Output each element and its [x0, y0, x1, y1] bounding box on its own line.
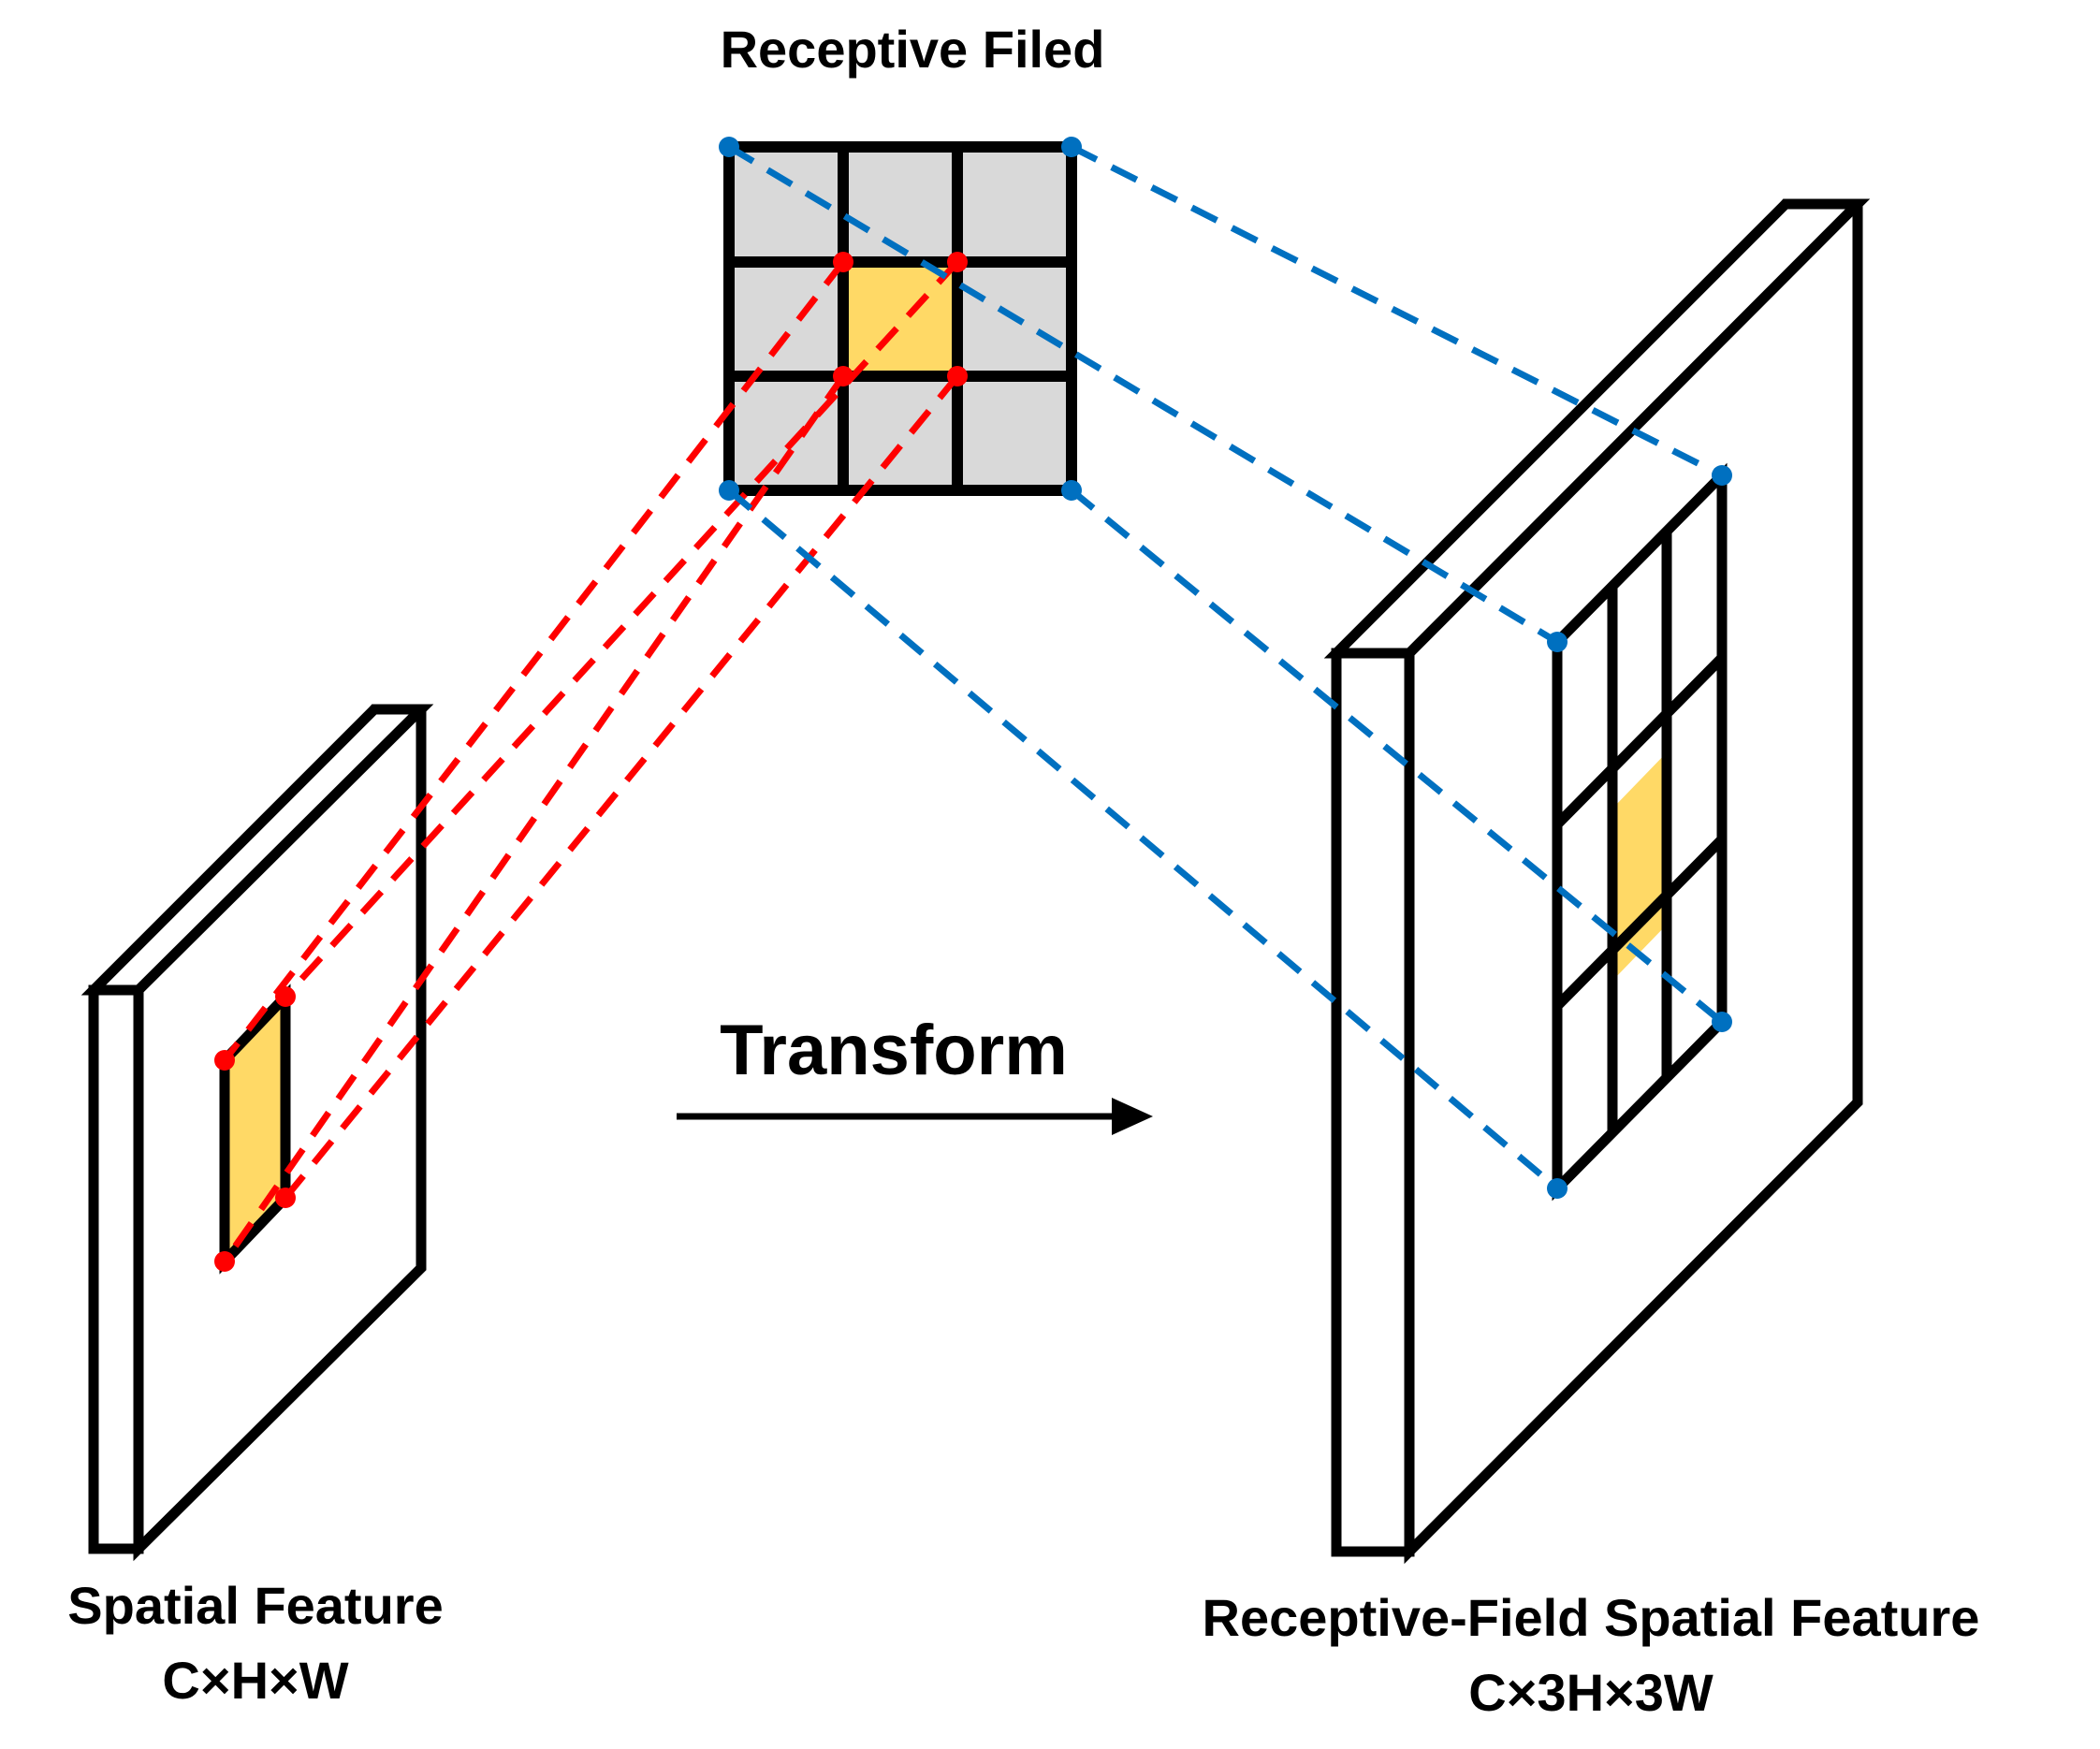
receptive-field-title: Receptive Filed [721, 20, 1105, 79]
blue-link-bottom-left [726, 488, 1560, 1191]
blue-link-top-right [1070, 143, 1724, 479]
blue-dot [1547, 632, 1568, 652]
blue-dashed-links [726, 143, 1725, 1191]
transform-label: Transform [720, 1011, 1068, 1090]
red-link-bottom-left [222, 373, 846, 1264]
red-dashed-links [222, 259, 960, 1264]
blue-dot [719, 480, 739, 501]
blue-dot [1061, 480, 1082, 501]
blue-dot [1712, 1012, 1732, 1032]
red-link-dots [214, 252, 968, 1272]
spatial-feature-dims: C×H×W [162, 1651, 348, 1710]
rf-grid-line-h2 [1553, 836, 1726, 1010]
grid-border [723, 141, 1077, 496]
rf-spatial-feature-dims: C×3H×3W [1468, 1663, 1714, 1722]
blue-dot [1547, 1178, 1568, 1199]
blue-dot [1061, 137, 1082, 157]
rf-slab-side-face [1331, 648, 1415, 1557]
red-dot [947, 252, 968, 272]
blue-link-top-left [727, 143, 1559, 646]
rf-grid-line-h1 [1553, 654, 1726, 828]
blue-link-bottom-right [1069, 488, 1725, 1025]
red-dot [947, 366, 968, 386]
spatial-feature-slab [80, 704, 434, 1562]
rf-center-cell-highlight [1612, 752, 1667, 981]
rf-spatial-feature-title: Receptive-Field Spatial Feature [1203, 1588, 1980, 1647]
red-dot [214, 1251, 235, 1272]
blue-link-dots [719, 137, 1732, 1199]
red-link-top-right [283, 259, 960, 999]
red-link-top-left [222, 259, 846, 1063]
blue-dot [1712, 465, 1732, 486]
red-dot [833, 366, 853, 386]
red-dot [833, 252, 853, 272]
red-dot [275, 986, 296, 1007]
slab-side-face [88, 984, 144, 1554]
arrow-head [1112, 1098, 1153, 1135]
spatial-feature-title: Spatial Feature [67, 1576, 443, 1635]
red-dot [214, 1050, 235, 1071]
transform-arrow [677, 1098, 1153, 1135]
blue-dot [719, 137, 739, 157]
red-dot [275, 1188, 296, 1208]
rf-spatial-feature-slab [1323, 198, 1871, 1565]
